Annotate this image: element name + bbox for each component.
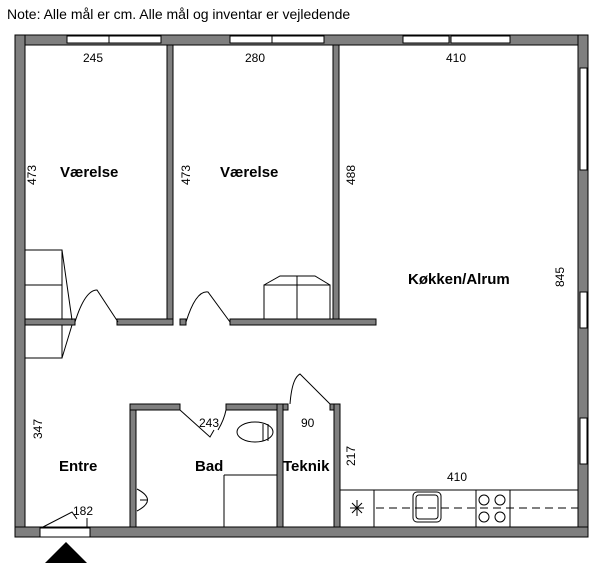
dim-entre-width: 182 [73, 504, 94, 518]
room-label-kokken-alrum: Køkken/Alrum [408, 271, 510, 288]
dim-v2-depth: 473 [179, 164, 194, 186]
dim-entre-depth: 347 [31, 418, 46, 440]
dim-v1-width: 245 [83, 51, 104, 65]
room-label-entre: Entre [59, 458, 98, 475]
windows [39, 35, 588, 538]
note-text: Note: Alle mål er cm. Alle mål og invent… [7, 6, 351, 22]
dim-kokken-counter: 410 [447, 470, 468, 484]
room-label-teknik: Teknik [283, 458, 330, 475]
dim-v2-width: 280 [245, 51, 266, 65]
room-label-vaerelse-2: Værelse [220, 164, 279, 181]
fixtures [24, 249, 579, 528]
dim-kokken-depth-right: 845 [553, 266, 568, 288]
room-label-vaerelse-1: Værelse [60, 164, 119, 181]
entrance-arrow-icon [45, 542, 87, 563]
dim-kokken-lower: 217 [344, 445, 359, 467]
room-label-bad: Bad [195, 458, 224, 475]
dim-teknik: 90 [301, 416, 315, 430]
dim-kokken-depth-left: 488 [344, 164, 359, 186]
dim-kokken-width: 410 [446, 51, 467, 65]
dim-bad: 243 [199, 416, 220, 430]
dim-v1-depth: 473 [25, 164, 40, 186]
